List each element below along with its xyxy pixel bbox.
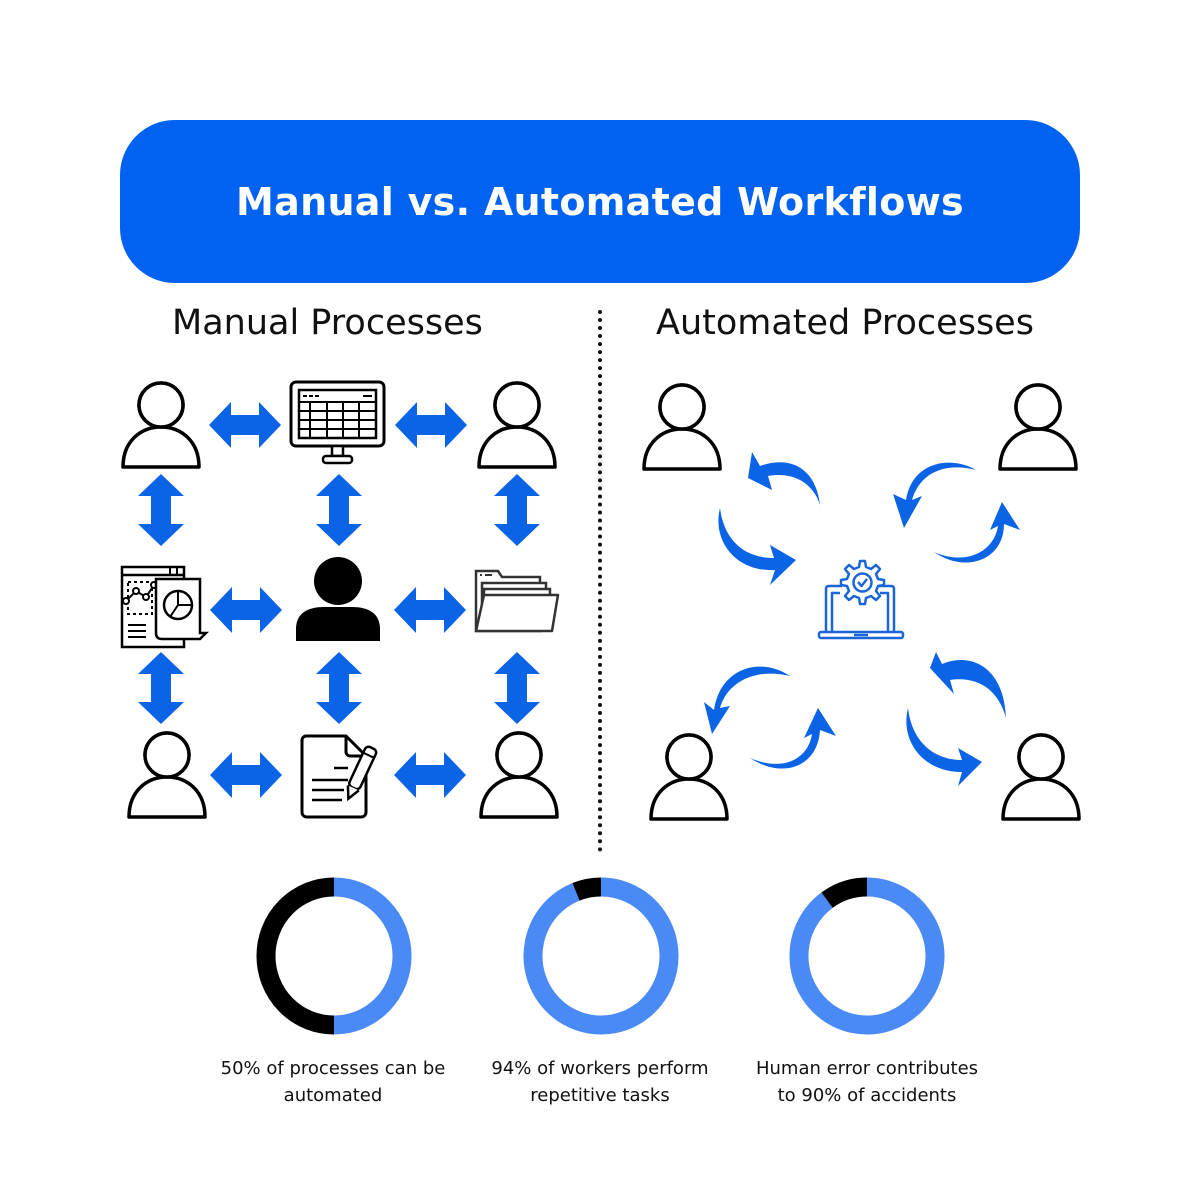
title-banner: Manual vs. Automated Workflows — [120, 120, 1080, 283]
stat-caption: 50% of processes can be automated — [203, 1055, 463, 1109]
cycle-arrows-icon — [906, 652, 1006, 786]
donut-chart — [789, 877, 945, 1035]
spreadsheet-monitor-icon — [289, 380, 386, 465]
analytics-report-icon — [120, 565, 210, 649]
donut-chart — [256, 877, 412, 1035]
stat-caption-line: 94% of workers perform — [491, 1058, 709, 1079]
dotted-divider — [598, 310, 602, 852]
donut-segment-highlight — [523, 877, 679, 1035]
donut-segment-remainder — [572, 877, 602, 901]
folder-icon — [474, 569, 560, 633]
donut-chart — [523, 877, 679, 1035]
document-pen-icon — [300, 734, 378, 819]
manual-processes-heading: Manual Processes — [172, 303, 483, 343]
cycle-arrows-icon — [718, 452, 820, 585]
donut-segment-highlight — [333, 877, 412, 1035]
cycle-arrows-icon — [893, 462, 1020, 563]
automated-processes-heading: Automated Processes — [656, 303, 1034, 343]
cycle-arrows-icon — [704, 666, 836, 769]
donut-segment-highlight — [789, 877, 945, 1035]
donut-segment-remainder — [821, 877, 868, 909]
stat-caption: 94% of workers perform repetitive tasks — [470, 1055, 730, 1109]
page-title: Manual vs. Automated Workflows — [236, 179, 964, 224]
stat-caption-line: to 90% of accidents — [777, 1085, 957, 1106]
stat-caption-line: 50% of processes can be — [220, 1058, 446, 1079]
laptop-gear-check-icon — [817, 559, 905, 640]
stat-caption-line: Human error contributes — [755, 1058, 979, 1079]
stat-caption: Human error contributes to 90% of accide… — [737, 1055, 997, 1109]
donut-segment-remainder — [256, 877, 335, 1035]
stat-caption-line: automated — [283, 1085, 383, 1106]
stat-caption-line: repetitive tasks — [530, 1085, 670, 1106]
person-solid-icon — [296, 557, 380, 641]
